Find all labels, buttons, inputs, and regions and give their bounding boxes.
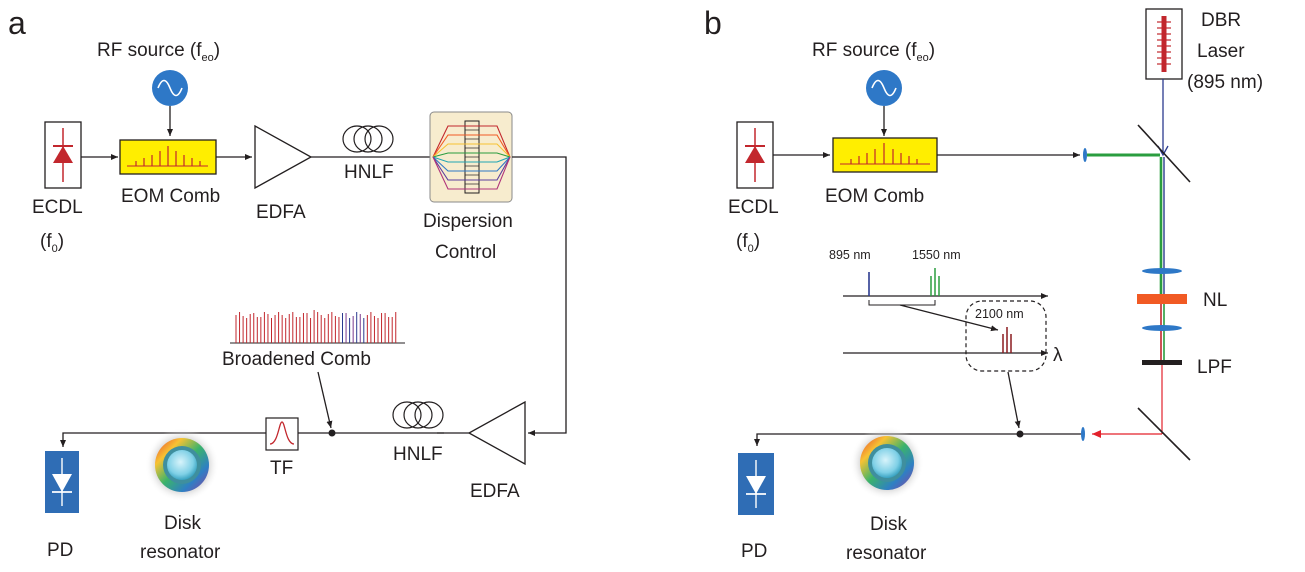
disk-label-a1: Disk: [164, 513, 201, 534]
edfa-label-a2: EDFA: [470, 481, 520, 502]
ecdl-icon-a: [44, 121, 82, 189]
nl-label: NL: [1203, 290, 1227, 311]
ecdl-icon-b: [736, 121, 774, 189]
fold-mirror-b2: [1137, 407, 1191, 461]
broadened-comb-spectrum: [230, 310, 405, 344]
panel-letter-b: b: [704, 5, 722, 41]
lpf-icon: [1142, 360, 1182, 365]
dbr-label-1: DBR: [1201, 10, 1241, 31]
lens-icon-b4: [1081, 427, 1085, 441]
broadened-comb-label: Broadened Comb: [222, 349, 371, 370]
junction-dot-b: [1016, 430, 1024, 438]
pd-label-a: PD: [47, 540, 73, 561]
spec-2100-label: 2100 nm: [975, 307, 1024, 321]
dispersion-label-2: Control: [435, 242, 496, 263]
pd-label-b: PD: [741, 541, 767, 562]
disk-label-a2: resonator: [140, 542, 221, 563]
dispersion-control-icon: [429, 111, 513, 203]
spec-1550-label: 1550 nm: [912, 248, 961, 262]
hnlf-coil-icon-a1: [342, 125, 394, 158]
edfa-label-a1: EDFA: [256, 202, 306, 223]
edfa-icon-a2: [467, 400, 526, 466]
tf-label: TF: [270, 458, 293, 479]
disk-resonator-icon-b: [850, 426, 924, 500]
panel-letter-a: a: [8, 5, 26, 41]
dispersion-label-1: Dispersion: [423, 211, 513, 232]
lens-icon-b2: [1142, 268, 1182, 274]
ecdl-freq-label-a: (f0): [40, 231, 64, 255]
rf-source-icon-a: [152, 70, 188, 106]
ecdl-freq-label-b: (f0): [736, 231, 760, 255]
spectrum-inset: 895 nm 1550 nm 2100 nm λ: [829, 248, 1063, 429]
disk-resonator-icon-a: [145, 428, 219, 502]
rf-source-icon-b: [866, 70, 902, 106]
rf-source-label-b: RF source (feo): [812, 40, 935, 64]
ecdl-label-b: ECDL: [728, 197, 779, 218]
eom-comb-icon-a: [119, 139, 217, 175]
spec-895-label: 895 nm: [829, 248, 871, 262]
eom-comb-label-a: EOM Comb: [121, 186, 220, 207]
lambda-label: λ: [1053, 345, 1063, 366]
ecdl-label-a: ECDL: [32, 197, 83, 218]
nonlinear-crystal-icon: [1137, 294, 1187, 304]
photodiode-icon-a: [45, 451, 79, 513]
rf-source-label-a: RF source (feo): [97, 40, 220, 64]
lens-icon-b3: [1142, 325, 1182, 331]
hnlf-coil-icon-a2: [392, 401, 444, 434]
dichroic-mirror-b1: [1137, 124, 1191, 183]
panel-a: a RF source (feo) ECDL (f0): [8, 5, 567, 563]
dbr-laser-icon: [1145, 8, 1183, 80]
disk-label-b1: Disk: [870, 514, 907, 535]
dbr-label-3: (895 nm): [1187, 72, 1263, 93]
tunable-filter-icon: [265, 417, 299, 451]
dashed-highlight-box: [965, 300, 1047, 372]
eom-comb-icon-b: [832, 137, 938, 173]
dbr-label-2: Laser: [1197, 41, 1245, 62]
disk-label-b2: resonator: [846, 543, 927, 564]
hnlf-label-a2: HNLF: [393, 444, 443, 465]
panel-b: b RF source (feo) ECDL (f0): [704, 5, 1263, 564]
hnlf-label-a1: HNLF: [344, 162, 394, 183]
edfa-icon-a1: [254, 124, 313, 190]
lpf-label: LPF: [1197, 357, 1232, 378]
eom-comb-label-b: EOM Comb: [825, 186, 924, 207]
photodiode-icon-b: [738, 453, 774, 515]
lens-icon-b1: [1083, 148, 1087, 162]
